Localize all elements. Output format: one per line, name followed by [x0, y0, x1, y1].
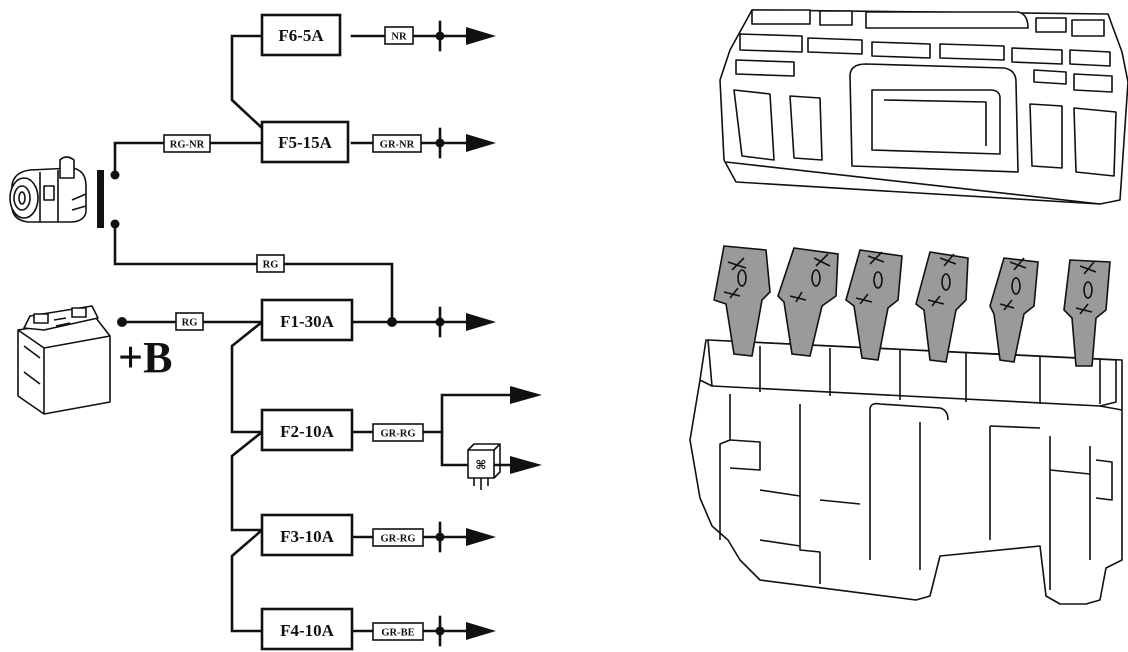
arrow-icon [466, 134, 496, 152]
arrow-icon [466, 622, 496, 640]
fuse-f1: F1-30A [260, 298, 354, 342]
fuse-blade-icon [713, 245, 771, 357]
fuse-label: F2-10A [280, 422, 335, 441]
output-arrows [466, 27, 542, 640]
fuse-blade-icon [845, 249, 903, 361]
ignition-contacts [97, 170, 120, 229]
arrow-icon [466, 528, 496, 546]
fuse-f5: F5-15A [260, 120, 350, 164]
wire-tag: NR [391, 32, 407, 43]
wire-tag: RG-NR [170, 140, 205, 151]
wire-tag: GR-RG [381, 534, 416, 545]
arrow-icon [466, 27, 496, 45]
arrow-icon [466, 313, 496, 331]
wire-tag: RG [182, 318, 198, 329]
fuse-box-cover-icon [719, 9, 1128, 205]
fuse-label: F6-5A [278, 26, 324, 45]
wire-tag: GR-NR [380, 140, 415, 151]
wire-tag: GR-BE [381, 628, 414, 639]
wire-tag: RG [263, 260, 279, 271]
arrow-icon [510, 456, 542, 474]
fuse-blade-icon [777, 247, 839, 357]
ignition-switch-icon [9, 156, 87, 223]
fuse-blade-icon [915, 251, 969, 363]
svg-text:⌘: ⌘ [475, 458, 486, 472]
connector-ticks [117, 20, 445, 647]
fuse-f2: F2-10A [260, 408, 354, 452]
fuse-label: F3-10A [280, 527, 335, 546]
fuse-f6: F6-5A [260, 13, 342, 57]
wire-tags: RG-NR NR GR-NR RG RG GR-RG GR-RG GR-BE [163, 26, 424, 641]
wire-tag: GR-RG [381, 429, 416, 440]
fuse-blade-icon [989, 257, 1039, 363]
fuse-label: F4-10A [280, 621, 335, 640]
fuse-blade-icon [1063, 259, 1111, 367]
fuse-f4: F4-10A [260, 607, 354, 651]
fuse-box-base-icon [689, 245, 1123, 605]
battery-positive-label: +B [118, 333, 172, 382]
battery-icon [17, 305, 111, 415]
fuse-label: F1-30A [280, 312, 335, 331]
fuse-f3: F3-10A [260, 513, 354, 557]
fuse-label: F5-15A [278, 133, 333, 152]
relay-icon: ⌘ [467, 443, 501, 490]
arrow-icon [510, 386, 542, 404]
